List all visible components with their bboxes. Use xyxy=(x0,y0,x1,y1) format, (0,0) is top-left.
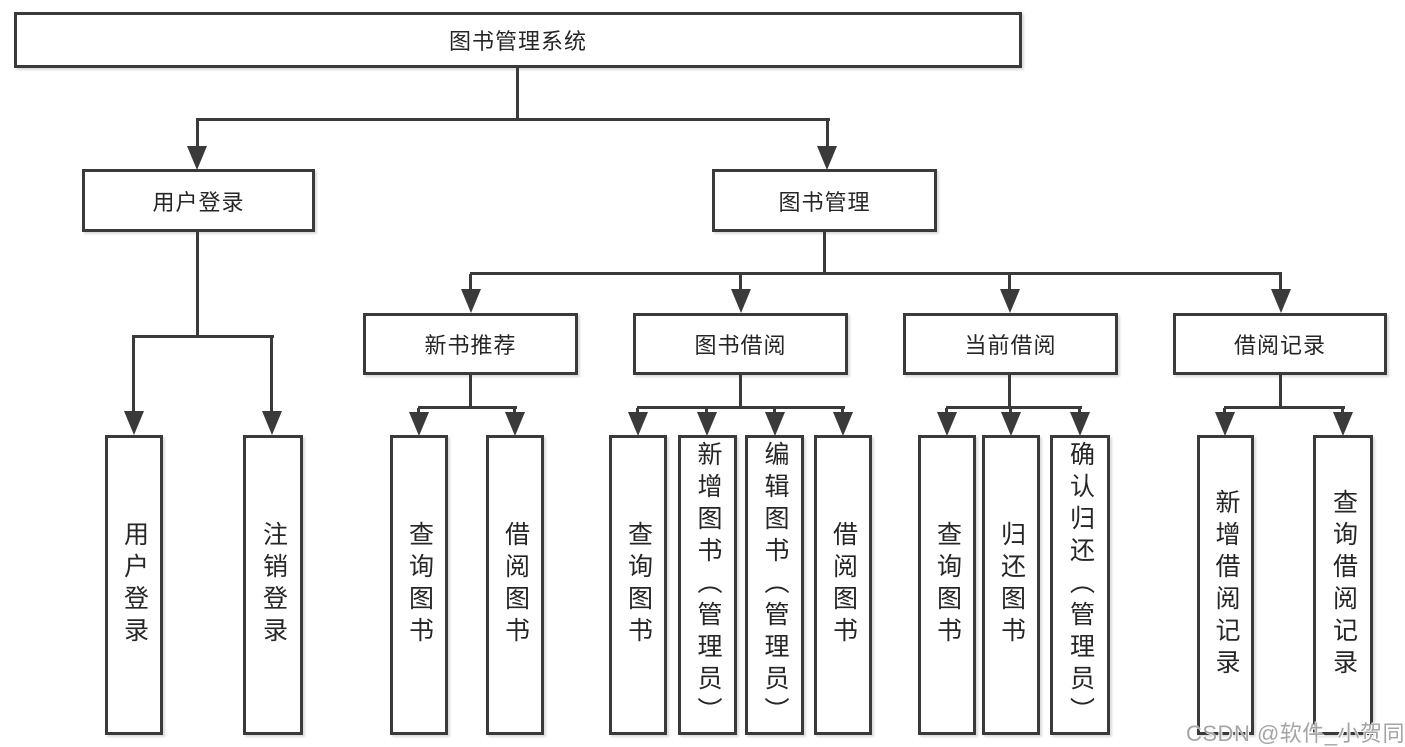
arrow-down-icon xyxy=(1001,412,1021,436)
connector-line xyxy=(636,408,639,415)
arrow-down-icon xyxy=(765,412,785,436)
arrow-down-icon xyxy=(1271,289,1291,313)
node-label: 当前借阅 xyxy=(964,333,1057,358)
leaf-label: 新增图书（管理员） xyxy=(694,441,722,729)
leaf-return-books: 归还图书 xyxy=(982,435,1040,735)
connector-line xyxy=(1008,375,1011,408)
node-label: 图书管理系统 xyxy=(448,29,587,54)
leaf-label: 查询图书 xyxy=(624,521,653,649)
arrow-down-icon xyxy=(1215,412,1235,436)
node-book-borrowing: 图书借阅 xyxy=(633,313,848,375)
leaf-logout: 注销登录 xyxy=(243,435,303,735)
node-label: 图书借阅 xyxy=(694,333,787,358)
node-new-book-recommendation: 新书推荐 xyxy=(363,313,578,375)
connector-line xyxy=(773,408,776,415)
arrow-down-icon xyxy=(833,412,853,436)
arrow-down-icon xyxy=(409,412,429,436)
arrow-down-icon xyxy=(1333,412,1353,436)
node-library-management-system: 图书管理系统 xyxy=(14,12,1022,68)
connector-line xyxy=(945,408,948,415)
leaf-add-book-admin: 新增图书（管理员） xyxy=(678,435,737,735)
leaf-label: 借阅图书 xyxy=(501,521,530,649)
connector-line xyxy=(513,408,516,415)
connector-line xyxy=(637,406,845,409)
leaf-query-books: 查询图书 xyxy=(918,435,976,735)
node-label: 新书推荐 xyxy=(424,333,517,358)
node-label: 借阅记录 xyxy=(1233,333,1326,358)
connector-line xyxy=(1009,408,1012,415)
leaf-label: 查询图书 xyxy=(405,521,434,649)
connector-line xyxy=(196,120,199,148)
leaf-query-books: 查询图书 xyxy=(390,435,448,735)
arrow-down-icon xyxy=(817,146,837,170)
node-borrowing-records: 借阅记录 xyxy=(1173,313,1387,375)
leaf-label: 注销登录 xyxy=(259,521,288,649)
connector-line xyxy=(739,375,742,408)
connector-line xyxy=(417,408,420,415)
node-book-management: 图书管理 xyxy=(712,169,937,232)
leaf-label: 确认归还（管理员） xyxy=(1066,441,1095,729)
connector-line xyxy=(1279,375,1282,408)
arrow-down-icon xyxy=(697,412,717,436)
leaf-borrow-books: 借阅图书 xyxy=(814,435,872,735)
leaf-label: 借阅图书 xyxy=(829,521,858,649)
leaf-label: 查询图书 xyxy=(933,521,962,649)
node-current-borrowing: 当前借阅 xyxy=(903,313,1118,375)
leaf-edit-book-admin: 编辑图书（管理员） xyxy=(745,435,804,735)
connector-line xyxy=(516,68,519,120)
connector-line xyxy=(826,120,829,148)
arrow-down-icon xyxy=(461,289,481,313)
leaf-user-login: 用户登录 xyxy=(105,435,163,735)
leaf-label: 用户登录 xyxy=(120,521,149,649)
connector-line xyxy=(132,335,274,338)
arrow-down-icon xyxy=(628,412,648,436)
arrow-down-icon xyxy=(262,411,282,435)
node-label: 图书管理 xyxy=(778,189,871,215)
connector-line xyxy=(270,337,273,413)
connector-line xyxy=(469,274,472,291)
connector-line xyxy=(196,232,199,337)
node-user-login: 用户登录 xyxy=(82,169,315,232)
connector-line xyxy=(739,274,742,291)
arrow-down-icon xyxy=(937,412,957,436)
connector-line xyxy=(946,406,1082,409)
arrow-down-icon xyxy=(731,289,751,313)
arrow-down-icon xyxy=(187,146,207,170)
leaf-label: 新增借阅记录 xyxy=(1212,489,1240,681)
connector-line xyxy=(823,232,826,274)
leaf-label: 查询借阅记录 xyxy=(1329,489,1358,681)
connector-line xyxy=(418,406,517,409)
connector-line xyxy=(132,337,135,413)
connector-line xyxy=(1224,406,1345,409)
leaf-borrow-books: 借阅图书 xyxy=(486,435,544,735)
leaf-confirm-return-admin: 确认归还（管理员） xyxy=(1050,435,1110,735)
connector-line xyxy=(1223,408,1226,415)
leaf-query-books: 查询图书 xyxy=(609,435,667,735)
leaf-query-borrow-record: 查询借阅记录 xyxy=(1313,435,1373,735)
leaf-label: 编辑图书（管理员） xyxy=(761,441,789,729)
connector-line xyxy=(1008,274,1011,291)
arrow-down-icon xyxy=(1000,289,1020,313)
connector-line xyxy=(469,375,472,409)
node-label: 用户登录 xyxy=(152,189,245,215)
connector-line xyxy=(705,408,708,415)
connector-line xyxy=(196,118,830,121)
connector-line xyxy=(1279,274,1282,291)
connector-line xyxy=(470,272,1282,275)
arrow-down-icon xyxy=(1070,412,1090,436)
leaf-add-borrow-record: 新增借阅记录 xyxy=(1197,435,1254,735)
arrow-down-icon xyxy=(124,411,144,435)
leaf-label: 归还图书 xyxy=(997,521,1026,649)
connector-line xyxy=(1341,408,1344,415)
connector-line xyxy=(841,408,844,415)
arrow-down-icon xyxy=(505,412,525,436)
connector-line xyxy=(1078,408,1081,415)
watermark-text: CSDN @软件_小贺同学 xyxy=(1186,721,1405,746)
